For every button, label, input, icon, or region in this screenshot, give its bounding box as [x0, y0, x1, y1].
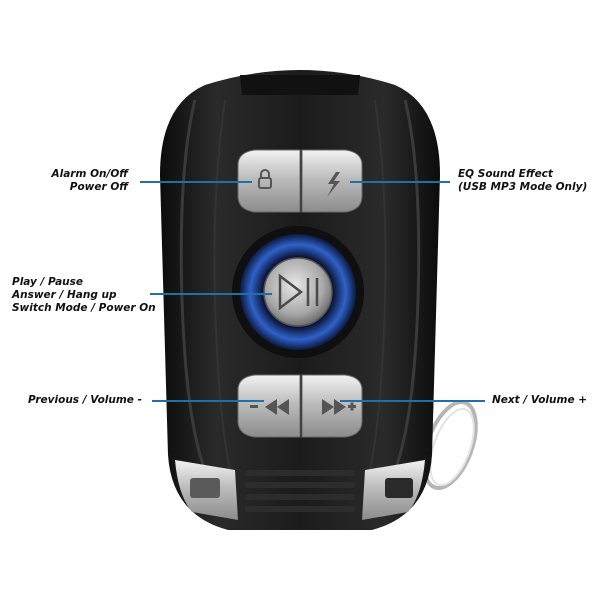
previous-callout: Previous / Volume -: [28, 394, 142, 407]
next-icon: [322, 399, 356, 415]
alarm-callout-line2: Power Off: [69, 181, 128, 193]
next-callout: Next / Volume +: [492, 394, 587, 407]
eq-callout: EQ Sound Effect (USB MP3 Mode Only): [458, 168, 587, 194]
eq-callout-line2: (USB MP3 Mode Only): [458, 181, 588, 193]
eq-callout-line1: EQ Sound Effect: [458, 168, 553, 180]
alarm-callout: Alarm On/Off Power Off: [30, 168, 129, 194]
next-callout-line1: Next / Volume +: [492, 394, 588, 406]
lock-icon: [258, 169, 272, 189]
alarm-callout-line1: Alarm On/Off: [51, 168, 129, 180]
eq-leader-line: [350, 181, 450, 183]
next-button[interactable]: [301, 374, 363, 438]
play-pause-icon: [278, 273, 319, 311]
previous-leader-line: [152, 400, 264, 402]
play-leader-line: [150, 293, 272, 295]
previous-icon: [250, 399, 289, 415]
alarm-leader-line: [140, 181, 252, 183]
play-callout-line1: Play / Pause: [12, 276, 84, 288]
next-leader-line: [340, 400, 485, 402]
play-callout-line2: Answer / Hang up: [12, 289, 117, 301]
play-callout-line3: Switch Mode / Power On: [12, 302, 156, 314]
previous-button[interactable]: [237, 374, 301, 438]
lightning-icon: [327, 172, 340, 197]
previous-callout-line1: Previous / Volume -: [28, 394, 142, 406]
alarm-button[interactable]: [237, 149, 301, 213]
remote-body: [160, 70, 440, 530]
play-pause-button[interactable]: [232, 226, 364, 358]
eq-button[interactable]: [301, 149, 363, 213]
play-callout: Play / Pause Answer / Hang up Switch Mod…: [12, 276, 156, 315]
